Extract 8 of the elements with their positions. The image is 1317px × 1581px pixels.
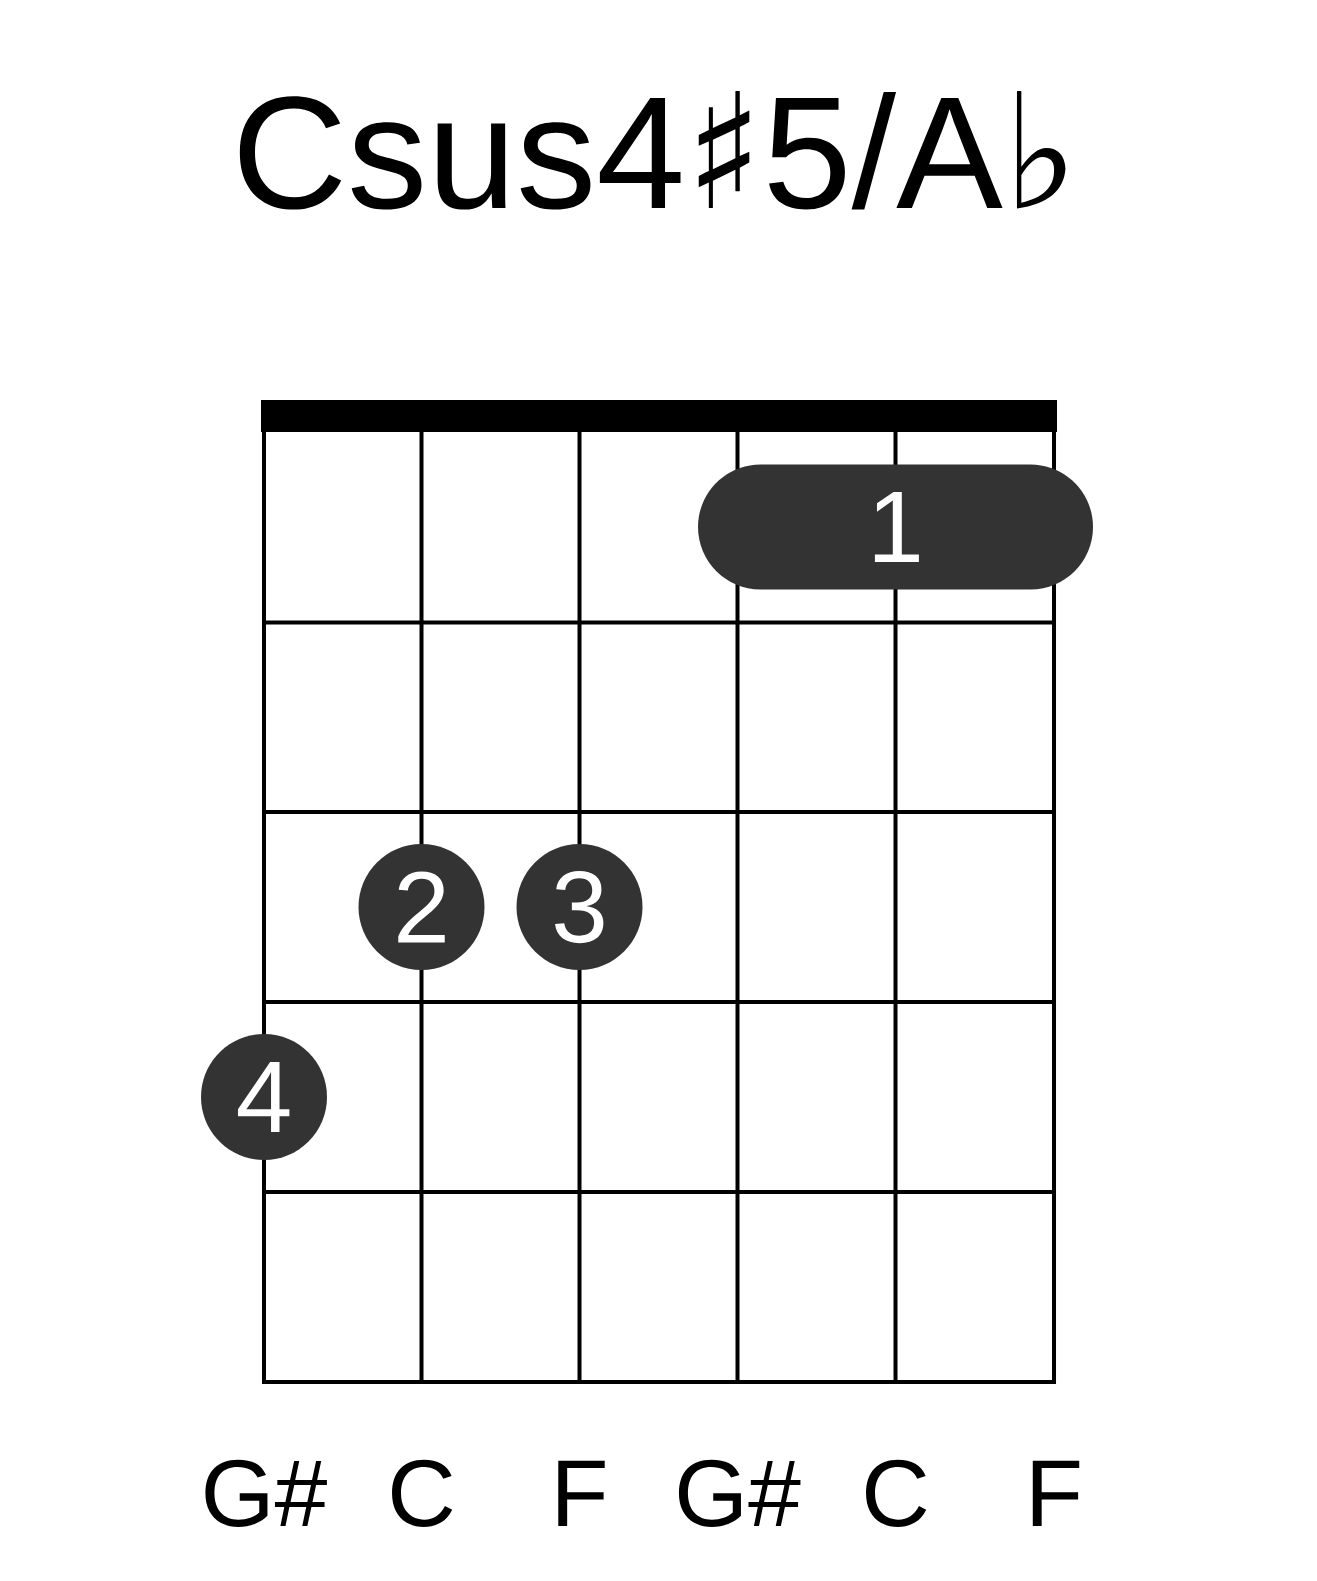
note-label: G# xyxy=(678,1459,801,1527)
note-label: F xyxy=(558,1460,605,1526)
barre-bar: 1 xyxy=(698,464,1093,590)
note-label: F xyxy=(1032,1460,1080,1526)
note-label: C xyxy=(392,1459,453,1527)
note-label: G# xyxy=(205,1459,327,1527)
note-label: C xyxy=(866,1459,927,1527)
chord-title: Csus4♯5/A♭ xyxy=(239,91,1066,210)
